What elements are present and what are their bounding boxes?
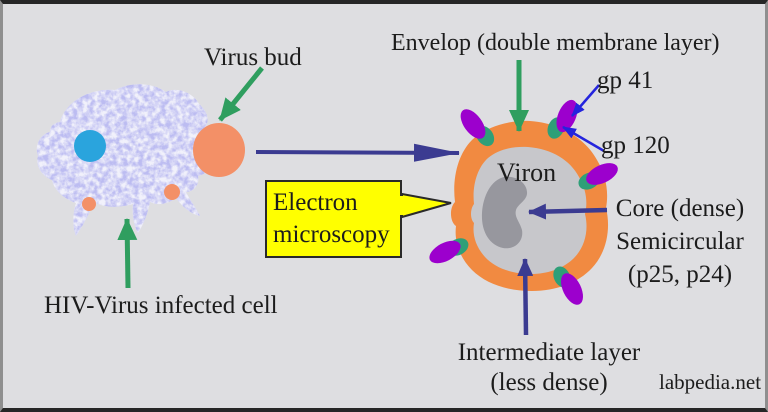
intermediate-label: Intermediate layer (less dense) bbox=[439, 338, 659, 398]
watermark: labpedia.net bbox=[659, 370, 762, 394]
virion-shape bbox=[450, 120, 609, 291]
gp120-label: gp 120 bbox=[601, 132, 670, 159]
viron-label: Viron bbox=[497, 158, 557, 187]
small-bud-2 bbox=[164, 184, 180, 200]
electron-microscopy-line1: Electron bbox=[273, 189, 358, 216]
electron-microscopy-line2: microscopy bbox=[273, 221, 390, 248]
cell-nucleus bbox=[74, 130, 106, 162]
core-label-line3: (p25, p24) bbox=[627, 261, 733, 288]
envelope-label: Envelop (double membrane layer) bbox=[391, 30, 720, 56]
cell-texture bbox=[36, 84, 219, 236]
intermediate-label-line2: (less dense) bbox=[490, 369, 608, 396]
callout-pointer bbox=[401, 192, 452, 219]
spike-head bbox=[561, 273, 583, 305]
gp-spike-top-left bbox=[460, 109, 495, 147]
spike-head bbox=[429, 240, 461, 264]
gp41-arrow bbox=[571, 84, 600, 117]
electron-microscopy-callout bbox=[265, 180, 452, 258]
virus-bud-label: Virus bud bbox=[204, 44, 302, 71]
core-label-line2: Semicircular bbox=[616, 228, 744, 255]
spike-head bbox=[586, 163, 618, 185]
callout-box bbox=[265, 180, 402, 258]
gp120-arrow bbox=[562, 125, 605, 153]
gp41-label: gp 41 bbox=[597, 67, 654, 94]
spike-head bbox=[460, 109, 486, 139]
core-label-line1: Core (dense) bbox=[615, 195, 745, 222]
core-arrow bbox=[528, 203, 608, 220]
virus-bud-shape bbox=[193, 123, 245, 177]
core-label: Core (dense) Semicircular (p25, p24) bbox=[600, 192, 760, 291]
cell-to-virion-arrow bbox=[255, 143, 460, 162]
gp-spike-left bbox=[429, 238, 469, 264]
hiv-infected-cell-shape bbox=[36, 84, 245, 236]
electron-microscopy-label: Electron microscopy bbox=[273, 187, 390, 251]
gp-spike-right bbox=[578, 163, 618, 190]
intermediate-arrow bbox=[517, 258, 534, 336]
infected-cell-arrow bbox=[117, 218, 138, 289]
gp-spike-bottom-right bbox=[553, 266, 583, 305]
virion-core bbox=[481, 176, 528, 249]
intermediate-label-line1: Intermediate layer bbox=[457, 339, 641, 366]
small-bud-1 bbox=[82, 197, 96, 211]
virus-bud-arrow bbox=[218, 66, 264, 122]
infected-cell-label: HIV-Virus infected cell bbox=[44, 292, 278, 319]
